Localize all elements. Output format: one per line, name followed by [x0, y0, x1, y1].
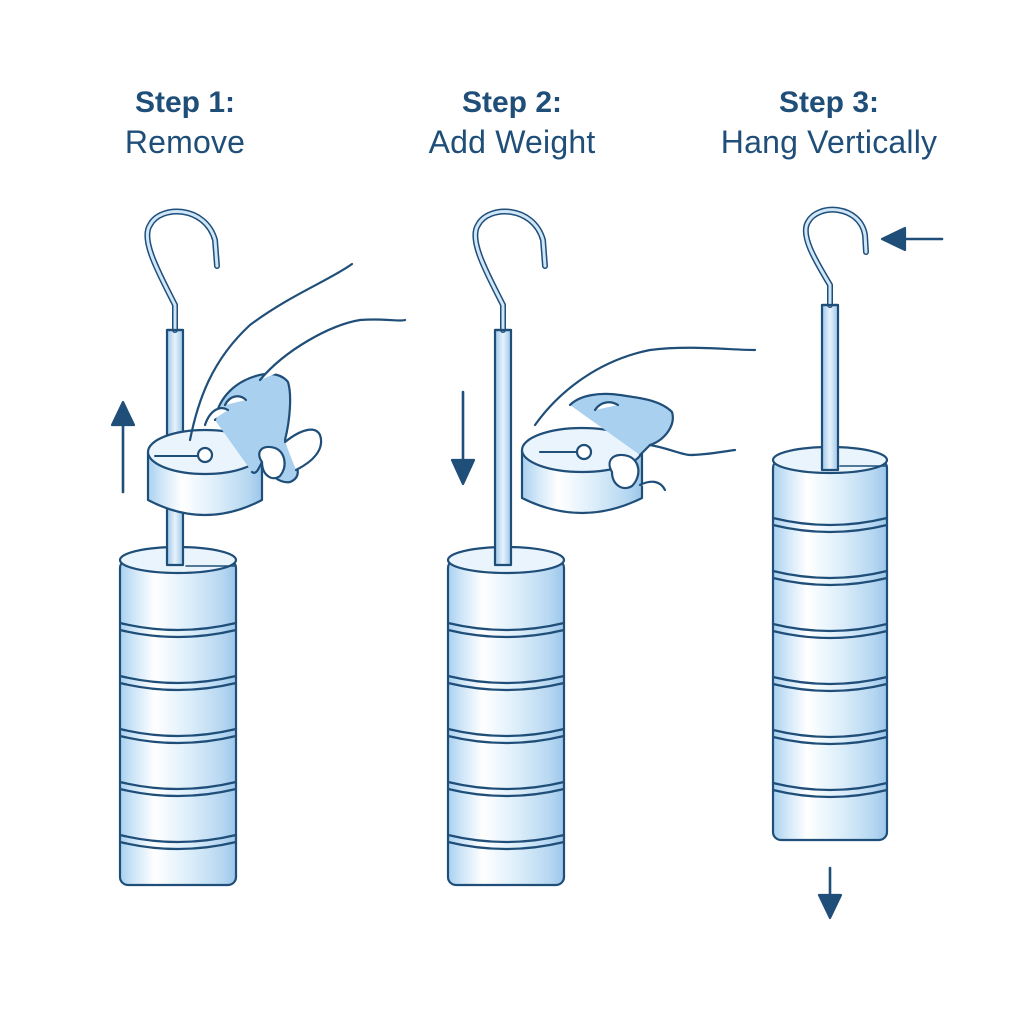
hook-icon [145, 210, 219, 332]
arrow-up-icon [110, 400, 136, 494]
step-1-label: Remove [124, 124, 246, 160]
weight-stack-1 [118, 545, 238, 887]
step-3-label: Hang Vertically [720, 124, 938, 160]
arrow-down-icon [450, 390, 476, 486]
step-3-illustration [771, 206, 944, 920]
step-3-number: Step 3: [778, 86, 880, 119]
step-1-number: Step 1: [134, 86, 236, 119]
step-2-number: Step 2: [461, 86, 563, 119]
step-3-heading: Step 3: Hang Vertically [669, 84, 989, 162]
step-1-heading: Step 1: Remove [25, 84, 345, 162]
hand-icon [533, 346, 757, 492]
hook-icon [804, 208, 868, 307]
hanger-rod-3 [802, 206, 869, 472]
weight-stack-2 [446, 545, 566, 887]
arrow-left-icon [880, 226, 944, 252]
hook-icon [473, 210, 547, 332]
step-2-heading: Step 2: Add Weight [352, 84, 672, 162]
hand-icon [188, 262, 407, 484]
arrow-down-icon [817, 866, 843, 920]
step-2-illustration [446, 208, 757, 887]
hanger-rod-2 [472, 208, 548, 567]
step-1-illustration [110, 208, 407, 887]
weight-stack-3 [771, 445, 889, 842]
step-2-label: Add Weight [428, 124, 596, 160]
